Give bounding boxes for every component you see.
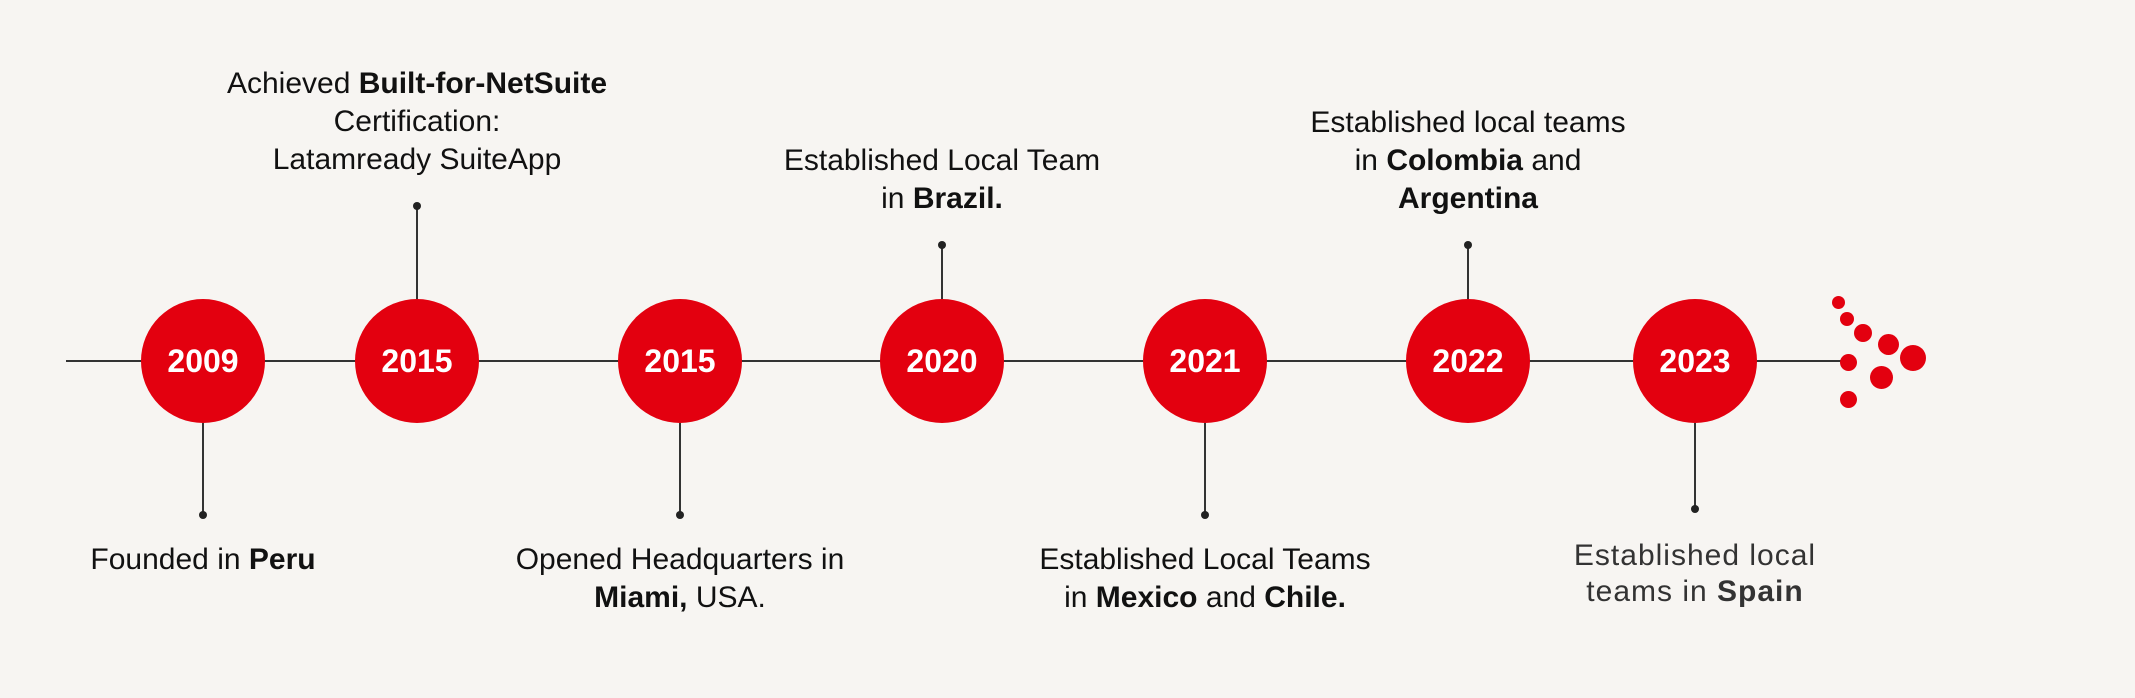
label-text: Established local xyxy=(1573,539,1817,572)
year-circle-2009: 2009 xyxy=(141,299,265,423)
milestone-label-2009: Founded in Peru xyxy=(0,541,413,579)
label-line: teams in Spain xyxy=(1485,574,1905,610)
label-line: Miami, USA. xyxy=(470,579,890,617)
label-text: and xyxy=(1522,144,1582,177)
label-line: in Mexico and Chile. xyxy=(995,579,1415,617)
connector-dot xyxy=(676,511,684,519)
label-emphasis: Argentina xyxy=(1397,182,1538,215)
year-circle-2022: 2022 xyxy=(1406,299,1530,423)
connector-line xyxy=(1467,245,1469,299)
connector-dot xyxy=(1464,241,1472,249)
label-line: Founded in Peru xyxy=(0,541,413,579)
label-text: teams in xyxy=(1586,575,1718,608)
label-emphasis: Mexico xyxy=(1095,581,1198,614)
connector-dot xyxy=(1201,511,1209,519)
label-line: Established local xyxy=(1485,538,1905,574)
label-line: Established Local Team xyxy=(732,142,1152,180)
label-text: in xyxy=(1354,144,1387,177)
label-line: Opened Headquarters in xyxy=(470,541,890,579)
label-emphasis: Miami, xyxy=(594,581,688,614)
connector-line xyxy=(202,423,204,515)
label-text: in xyxy=(1064,581,1096,614)
label-emphasis: Brazil. xyxy=(912,182,1003,215)
year-circle-2015: 2015 xyxy=(618,299,742,423)
label-line: Argentina xyxy=(1258,180,1678,218)
label-line: Certification: xyxy=(207,103,627,141)
label-emphasis: Colombia xyxy=(1386,144,1523,177)
label-emphasis: Built-for-NetSuite xyxy=(358,67,608,100)
label-emphasis: Peru xyxy=(248,543,316,576)
label-line: in Brazil. xyxy=(732,180,1152,218)
connector-line xyxy=(941,245,943,299)
label-text: USA. xyxy=(687,581,766,614)
label-text: Certification: xyxy=(333,105,501,138)
label-text: Achieved xyxy=(226,67,359,100)
label-line: Established local teams xyxy=(1258,104,1678,142)
label-line: Established Local Teams xyxy=(995,541,1415,579)
label-text: Latamready SuiteApp xyxy=(272,143,562,176)
label-line: in Colombia and xyxy=(1258,142,1678,180)
year-circle-2021: 2021 xyxy=(1143,299,1267,423)
connector-dot xyxy=(1691,505,1699,513)
label-text: in xyxy=(881,182,913,215)
brand-dots-logo-icon xyxy=(1820,290,1940,420)
label-line: Achieved Built-for-NetSuite xyxy=(207,65,627,103)
label-emphasis: Chile. xyxy=(1264,581,1346,614)
label-text: Established local teams xyxy=(1310,106,1626,139)
label-text: Founded in xyxy=(90,543,249,576)
connector-line xyxy=(1694,423,1696,509)
connector-dot xyxy=(938,241,946,249)
label-emphasis: Spain xyxy=(1717,575,1804,608)
label-text: and xyxy=(1197,581,1265,614)
year-circle-2020: 2020 xyxy=(880,299,1004,423)
connector-dot xyxy=(413,202,421,210)
label-text: Established Local Team xyxy=(783,144,1101,177)
year-circle-2023: 2023 xyxy=(1633,299,1757,423)
label-text: Established Local Teams xyxy=(1039,543,1371,576)
connector-dot xyxy=(199,511,207,519)
connector-line xyxy=(1204,423,1206,515)
label-line: Latamready SuiteApp xyxy=(207,141,627,179)
year-circle-2015: 2015 xyxy=(355,299,479,423)
label-text: Opened Headquarters in xyxy=(515,543,845,576)
connector-line xyxy=(416,206,418,299)
connector-line xyxy=(679,423,681,515)
